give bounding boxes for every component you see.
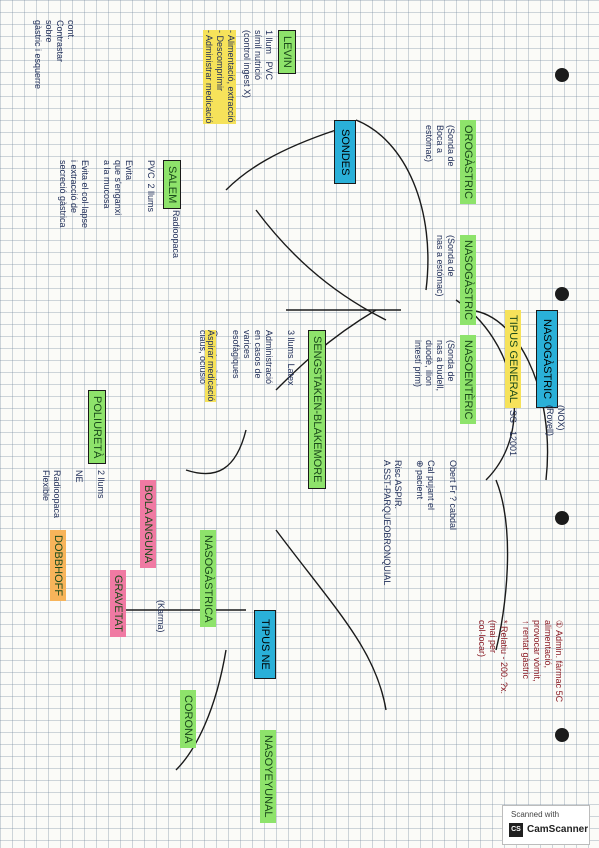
camscanner-watermark: Scanned with CS CamScanner [502, 805, 590, 845]
node-salem: SALEM [163, 160, 181, 210]
node-nasoyeyunal: NASOYEYUNAL [260, 730, 276, 823]
sg-code: SG - 12001 [508, 410, 518, 457]
levin-uses: - Alimentació, extracció - Descomprimir … [203, 30, 236, 124]
obert-note: Obert Fr ? cabdal [448, 460, 458, 531]
tipus-ne-note: (Karma) [156, 600, 166, 633]
connector-lines [126, 119, 549, 771]
node-gravetat: GRAVETAT [110, 570, 126, 637]
node-nasoenteric: NASOENTÈRIC [460, 335, 476, 425]
node-levin: LEVIN [278, 30, 296, 74]
binder-hole [555, 68, 569, 82]
nasogastric-note: (Sonda de nas a estómac) [435, 235, 456, 297]
mind-map: NASOGÀSTRIC (NOX) (Rovell) TIPUS GENERAL… [16, 10, 576, 830]
node-orogastric: OROGÀSTRIC [460, 120, 476, 204]
node-naogastric: NASOGÀSTRIC [460, 235, 476, 326]
levin-note: 1 llum PVC símil nutrició (control inges… [242, 30, 274, 99]
camscanner-logo: CS [509, 823, 523, 837]
binder-hole [555, 287, 569, 301]
node-tipus-ne: TIPUS NE [254, 610, 276, 679]
scanner-line1: Scanned with [511, 810, 560, 819]
node-nasogastrica2: NASOGÀSTRICA [200, 530, 216, 628]
node-corona: CORONA [180, 690, 196, 749]
poliureta-note: 2 llums NE Radioopaca [52, 470, 106, 519]
red-side-note: ① Admin. fàrmac 5C alimentació, provocar… [477, 620, 564, 703]
sengstaken-sub: Aspirar medicació [205, 330, 216, 402]
binder-hole [555, 728, 569, 742]
salem-sub: Radioopaca [171, 210, 181, 259]
node-dobbhoff: DOBBHOFF [50, 530, 66, 602]
node-tipus-general: TIPUS GENERAL [505, 310, 521, 409]
scanner-line2: CamScanner [527, 824, 589, 835]
node-bola: BOLA ANGUNA [140, 480, 156, 569]
salem-note: PVC 2 llums Evita que s'enganxi a la muc… [58, 160, 156, 229]
binder-hole [555, 511, 569, 525]
nasogastric-subtitle: (NOX) (Rovell) [545, 405, 566, 437]
node-sondes: SONDES [334, 120, 356, 185]
aspiration-note: Cal pujant el ⊕ pacient Risc ASPIR. A SS… [382, 460, 436, 586]
node-nasogastric: NASOGÀSTRIC [536, 310, 558, 409]
orogastric-note: (Sonda de Boca a estómac) [424, 125, 456, 167]
node-sengstaken: SENGSTAKEN-BLAKEMORE [308, 330, 326, 489]
left-note: cont. Contrastar sobre gàstric i esquerr… [33, 20, 76, 90]
node-poliureta: POLIURETÀ [88, 390, 106, 465]
nasoenteric-note: (Sonda de nas a budell, duodè, ilion int… [413, 340, 456, 392]
poliureta-sub: Flexible [41, 470, 51, 502]
